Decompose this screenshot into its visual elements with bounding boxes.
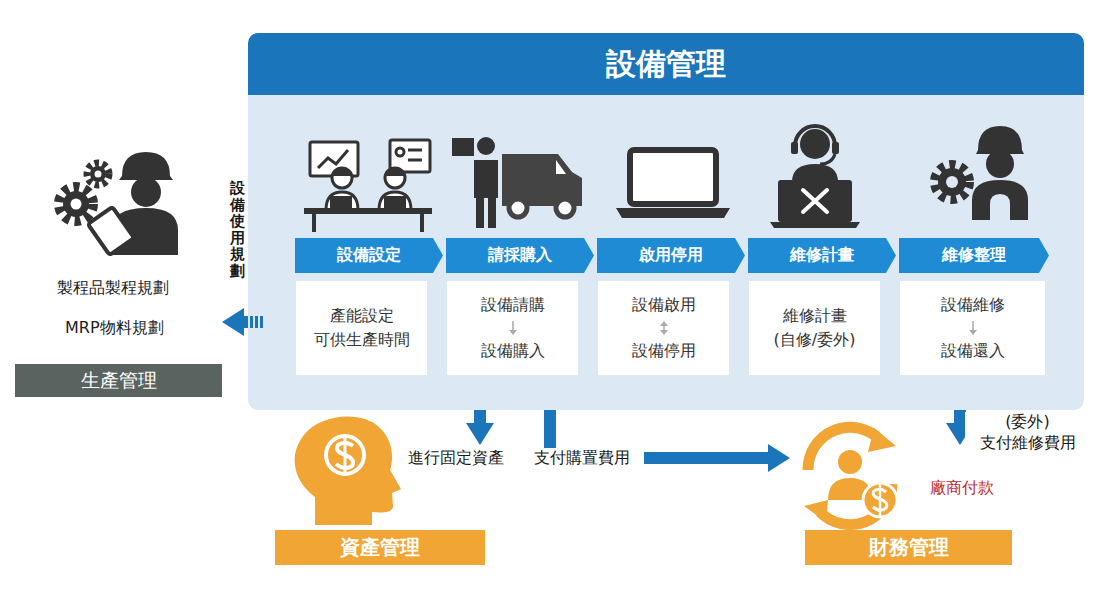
asset-head-icon (275, 445, 276, 446)
step-title: 維修整理 (942, 245, 1006, 266)
process-step: 維修計畫維修計畫 (自修/委外) (748, 238, 896, 410)
flow-label: 進行固定資產 (400, 448, 512, 469)
step-detail: 設備停用 (632, 339, 696, 363)
plan-item: MRP物料規劃 (65, 318, 164, 339)
step-body: 設備啟用設備停用 (598, 281, 729, 375)
step-body: 產能設定 可供生產時間 (296, 281, 427, 375)
step-header: 請採購入 (446, 238, 594, 273)
step-title: 啟用停用 (639, 245, 703, 266)
step-header: 維修整理 (899, 238, 1049, 273)
step-detail: 設備購入 (481, 339, 545, 363)
module-box: 製程品製程規劃 MRP物料規劃生產管理 (15, 275, 222, 397)
step-title: 請採購入 (488, 245, 552, 266)
flow-label: (委外) 支付維修費用 (965, 412, 1090, 454)
module-name: 生產管理 (81, 368, 157, 394)
step-detail: 設備還入 (941, 339, 1005, 363)
title-band: 設備管理 (248, 33, 1084, 95)
step-header: 維修計畫 (748, 238, 896, 273)
step-body: 維修計畫 (自修/委外) (749, 281, 880, 375)
flow-arrow (474, 410, 486, 423)
planner-icon (15, 275, 16, 276)
small-arrow (658, 321, 670, 335)
flow-label: 設備使用規劃 (230, 180, 245, 279)
step-body: 設備維修設備還入 (900, 281, 1045, 375)
step-detail: 維修計畫 (自修/委外) (763, 304, 867, 352)
module-band: 財務管理 (805, 530, 1012, 565)
process-step: 請採購入設備請購設備購入 (446, 238, 594, 410)
note-label: 廠商付款 (930, 478, 994, 499)
module-box: 財務管理 (790, 445, 1015, 565)
step-header: 啟用停用 (597, 238, 745, 273)
flow-label: 支付購置費用 (520, 448, 644, 469)
step-header: 設備設定 (295, 238, 443, 273)
process-step: 設備設定產能設定 可供生產時間 (295, 238, 443, 410)
module-name: 資產管理 (340, 534, 420, 561)
equipment-icons (248, 33, 249, 34)
step-detail: 設備請購 (481, 293, 545, 317)
finance-icon (790, 445, 791, 446)
step-title: 維修計畫 (790, 245, 854, 266)
small-arrow (507, 321, 519, 335)
plan-item: 製程品製程規劃 (57, 278, 169, 299)
step-detail: 設備維修 (941, 293, 1005, 317)
step-body: 設備請購設備購入 (447, 281, 578, 375)
step-title: 設備設定 (337, 245, 401, 266)
step-detail: 設備啟用 (632, 293, 696, 317)
module-band: 生產管理 (15, 364, 222, 397)
process-step: 維修整理設備維修設備還入 (899, 238, 1049, 410)
panel-title: 設備管理 (606, 44, 726, 85)
process-step: 啟用停用設備啟用設備停用 (597, 238, 745, 410)
small-arrow (967, 321, 979, 335)
module-name: 財務管理 (869, 534, 949, 561)
panel: 設備管理設備設定產能設定 可供生產時間請採購入設備請購設備購入啟用停用設備啟用設… (248, 33, 1084, 410)
step-detail: 產能設定 可供生產時間 (310, 304, 414, 352)
module-band: 資產管理 (275, 530, 485, 565)
